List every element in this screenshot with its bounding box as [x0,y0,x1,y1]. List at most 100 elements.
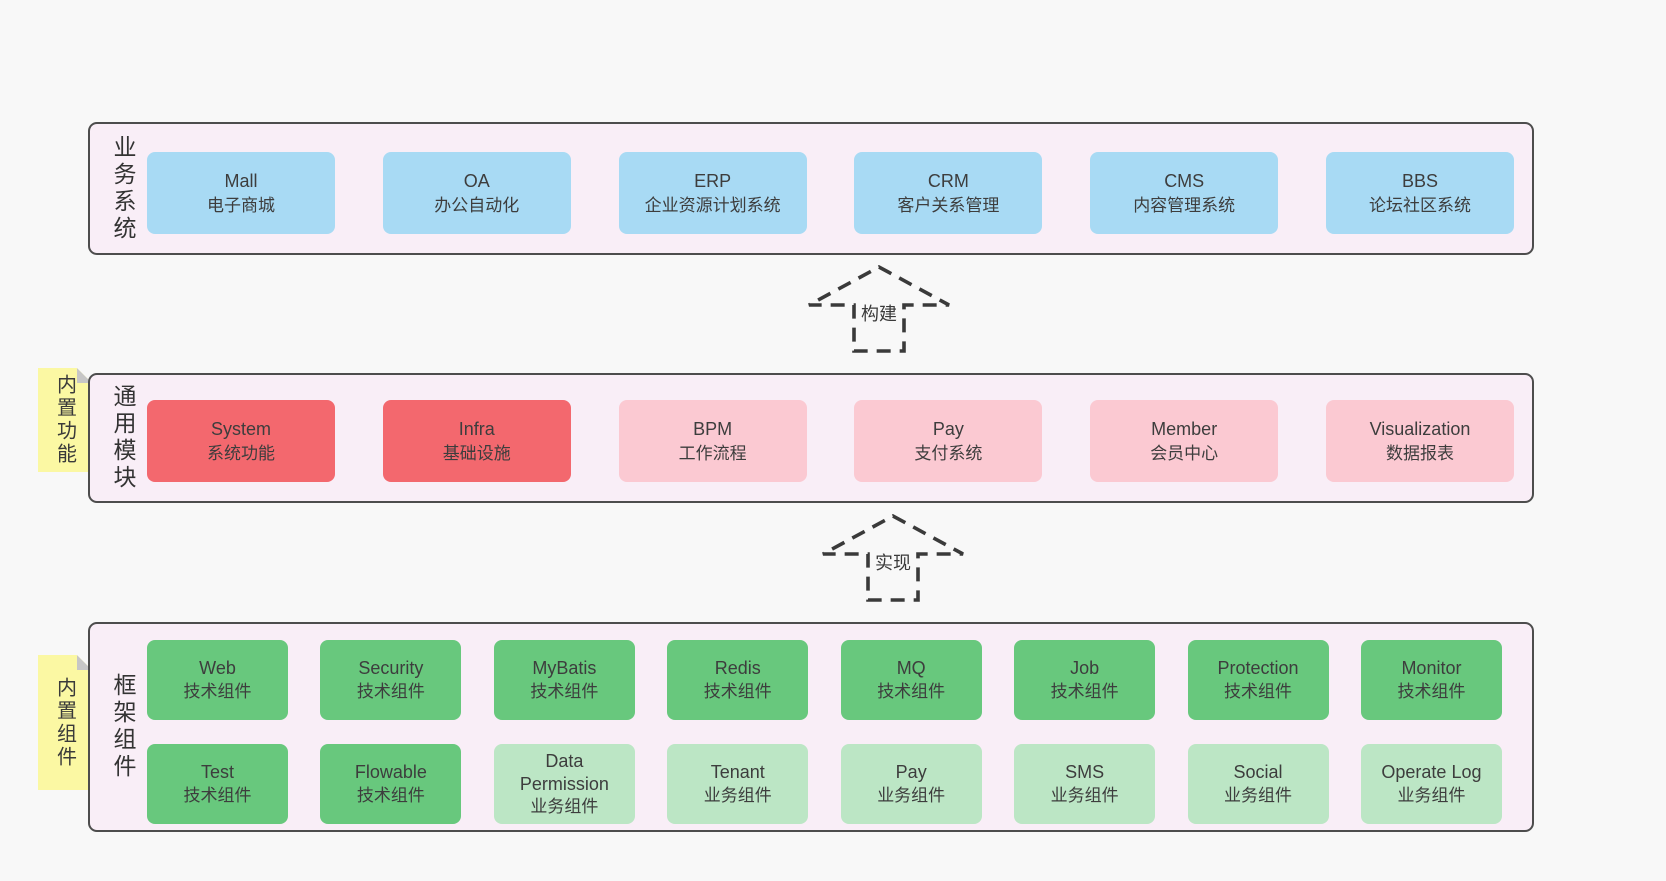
box-visualization-title: Visualization [1369,418,1471,439]
box-social: Social 业务组件 [1187,744,1329,824]
box-mall: Mall 电子商城 [147,152,335,234]
box-mq-subtitle: 技术组件 [877,681,946,701]
section-common-modules: 通用模块 System 系统功能 Infra 基础设施 BPM 工作流程 Pay… [88,373,1534,503]
box-redis-subtitle: 技术组件 [703,681,772,701]
build-arrow-label: 构建 [857,299,901,327]
box-erp-subtitle: 企业资源计划系统 [644,195,781,215]
section-framework-components: 框架组件 Web 技术组件 Security 技术组件 MyBatis 技术组件… [88,622,1534,832]
box-bpm: BPM 工作流程 [618,400,807,482]
box-mall-title: Mall [224,170,258,191]
box-monitor-subtitle: 技术组件 [1397,681,1466,701]
box-sms-subtitle: 业务组件 [1050,785,1119,805]
box-mq: MQ 技术组件 [840,640,982,720]
box-system: System 系统功能 [147,400,335,482]
box-operate-log-title: Operate Log [1381,762,1482,783]
box-web-title: Web [199,658,236,679]
box-test-subtitle: 技术组件 [183,785,252,805]
box-crm: CRM 客户关系管理 [854,152,1043,234]
box-crm-title: CRM [927,170,969,191]
section-label-modules: 通用模块 [110,384,136,492]
box-test: Test 技术组件 [147,744,288,824]
box-bbs-subtitle: 论坛社区系统 [1368,195,1471,215]
box-mall-subtitle: 电子商城 [207,195,275,215]
box-data-permission: Data Permission 业务组件 [493,744,635,824]
box-system-subtitle: 系统功能 [207,443,275,463]
implement-arrow-label: 实现 [871,548,915,576]
box-security: Security 技术组件 [320,640,462,720]
box-visualization-subtitle: 数据报表 [1385,443,1454,463]
box-flowable: Flowable 技术组件 [320,744,462,824]
box-flowable-subtitle: 技术组件 [356,785,425,805]
box-cms: CMS 内容管理系统 [1090,152,1279,234]
box-crm-subtitle: 客户关系管理 [897,195,1000,215]
box-redis: Redis 技术组件 [667,640,809,720]
box-redis-title: Redis [714,658,761,679]
box-infra: Infra 基础设施 [382,400,571,482]
note-built-in-components-label: 内置组件 [53,676,76,769]
box-infra-title: Infra [458,418,495,439]
box-job-subtitle: 技术组件 [1050,681,1119,701]
box-mq-title: MQ [896,658,926,679]
box-job-title: Job [1070,658,1100,679]
box-pay-component: Pay 业务组件 [840,744,982,824]
box-tenant-subtitle: 业务组件 [703,785,772,805]
box-oa-title: OA [463,170,490,191]
box-protection-title: Protection [1217,658,1299,679]
box-mybatis: MyBatis 技术组件 [493,640,635,720]
box-member-title: Member [1151,418,1218,439]
framework-box-row-2: Test 技术组件 Flowable 技术组件 Data Permission … [147,744,1502,824]
box-pay-module-subtitle: 支付系统 [914,443,983,463]
box-protection: Protection 技术组件 [1187,640,1329,720]
box-tenant-title: Tenant [710,762,765,783]
build-arrow: 构建 [804,262,954,354]
box-security-title: Security [358,658,424,679]
section-label-business: 业务系统 [110,134,136,243]
implement-arrow: 实现 [818,511,968,603]
box-erp: ERP 企业资源计划系统 [618,152,807,234]
framework-box-row-1: Web 技术组件 Security 技术组件 MyBatis 技术组件 Redi… [147,640,1502,720]
box-flowable-title: Flowable [354,762,427,783]
box-tenant: Tenant 业务组件 [667,744,809,824]
box-test-title: Test [200,762,234,783]
box-oa: OA 办公自动化 [382,152,571,234]
up-arrow-icon [808,264,950,353]
box-member: Member 会员中心 [1090,400,1279,482]
box-bpm-title: BPM [693,418,733,439]
box-pay-component-title: Pay [895,762,927,783]
box-web-subtitle: 技术组件 [183,681,252,701]
box-social-title: Social [1233,762,1283,783]
box-monitor-title: Monitor [1401,658,1462,679]
box-data-permission-subtitle: 业务组件 [530,797,599,817]
box-mybatis-subtitle: 技术组件 [530,681,599,701]
sticky-note-built-in-features: 内置功能 [38,368,92,472]
section-label-framework: 框架组件 [110,673,136,781]
up-arrow-icon [822,513,964,602]
box-data-permission-title: Data Permission [519,750,609,794]
box-job: Job 技术组件 [1014,640,1156,720]
box-protection-subtitle: 技术组件 [1224,681,1293,701]
box-bbs: BBS 论坛社区系统 [1325,152,1514,234]
box-bpm-subtitle: 工作流程 [678,443,747,463]
box-cms-title: CMS [1164,170,1205,191]
modules-box-row: System 系统功能 Infra 基础设施 BPM 工作流程 Pay 支付系统… [147,400,1514,482]
box-mybatis-title: MyBatis [532,658,597,679]
box-system-title: System [210,418,271,439]
box-cms-subtitle: 内容管理系统 [1133,195,1236,215]
box-pay-module: Pay 支付系统 [854,400,1043,482]
box-operate-log: Operate Log 业务组件 [1360,744,1502,824]
box-monitor: Monitor 技术组件 [1360,640,1502,720]
section-business-systems: 业务系统 Mall 电子商城 OA 办公自动化 ERP 企业资源计划系统 CRM… [88,122,1534,255]
box-pay-component-subtitle: 业务组件 [877,785,946,805]
box-visualization: Visualization 数据报表 [1325,400,1514,482]
box-sms-title: SMS [1065,762,1105,783]
box-sms: SMS 业务组件 [1014,744,1156,824]
box-social-subtitle: 业务组件 [1224,785,1293,805]
box-oa-subtitle: 办公自动化 [434,195,520,215]
box-pay-module-title: Pay [932,418,964,439]
note-built-in-features-label: 内置功能 [53,374,76,466]
box-security-subtitle: 技术组件 [356,681,425,701]
box-bbs-title: BBS [1401,170,1438,191]
box-operate-log-subtitle: 业务组件 [1397,785,1466,805]
sticky-note-built-in-components: 内置组件 [38,655,92,790]
